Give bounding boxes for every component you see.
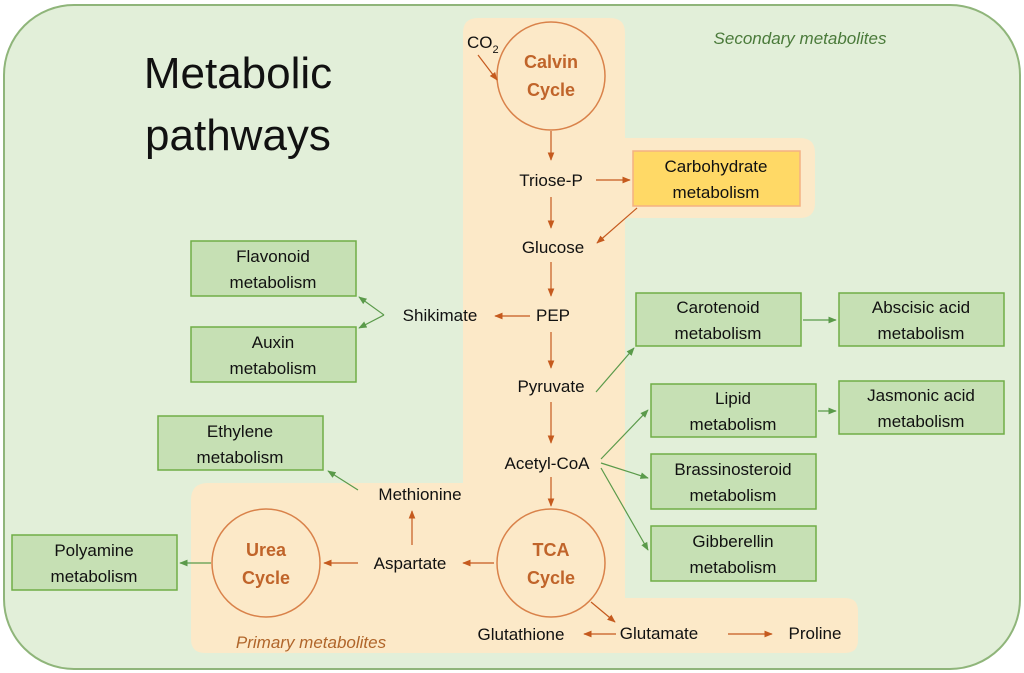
node-pyruvate: Pyruvate	[517, 377, 584, 396]
box-carotenoid-metabolism: Carotenoid metabolism	[635, 292, 802, 347]
tca-cycle-circle	[496, 508, 606, 618]
box-abscisic-acid-metabolism: Abscisic acid metabolism	[838, 292, 1005, 347]
svg-text:Carotenoid: Carotenoid	[676, 298, 759, 317]
arrow-acetylcoa-to-brassinosteroid	[600, 462, 649, 479]
primary-metabolites-label: Primary metabolites	[236, 633, 387, 652]
box-brassinosteroid-metabolism: Brassinosteroid metabolism	[650, 453, 817, 510]
urea-cycle-label-line2: Cycle	[242, 568, 290, 588]
tca-cycle-label-line2: Cycle	[527, 568, 575, 588]
node-methionine: Methionine	[378, 485, 461, 504]
box-jasmonic-acid-metabolism: Jasmonic acid metabolism	[838, 380, 1005, 435]
node-glutamate: Glutamate	[620, 624, 698, 643]
svg-text:metabolism: metabolism	[675, 324, 762, 343]
svg-text:Carbohydrate: Carbohydrate	[664, 157, 767, 176]
box-gibberellin-metabolism: Gibberellin metabolism	[650, 525, 817, 582]
node-aspartate: Aspartate	[374, 554, 447, 573]
arrow-shikimate-to-auxin	[358, 314, 385, 329]
svg-text:metabolism: metabolism	[878, 412, 965, 431]
box-ethylene-metabolism: Ethylene metabolism	[157, 415, 324, 471]
secondary-metabolites-label: Secondary metabolites	[714, 29, 887, 48]
svg-text:Brassinosteroid: Brassinosteroid	[674, 460, 791, 479]
arrow-acetylcoa-to-lipid	[600, 409, 649, 460]
co2-label: CO2	[467, 33, 499, 56]
arrow-shikimate-to-flavonoid	[358, 296, 385, 316]
arrow-tca-to-glutamate	[590, 601, 616, 623]
svg-text:metabolism: metabolism	[878, 324, 965, 343]
svg-text:metabolism: metabolism	[51, 567, 138, 586]
svg-text:metabolism: metabolism	[690, 558, 777, 577]
svg-text:Lipid: Lipid	[715, 389, 751, 408]
svg-text:metabolism: metabolism	[690, 486, 777, 505]
box-polyamine-metabolism: Polyamine metabolism	[11, 534, 178, 591]
svg-text:Abscisic acid: Abscisic acid	[872, 298, 970, 317]
svg-text:Jasmonic acid: Jasmonic acid	[867, 386, 975, 405]
arrow-co2-to-calvin	[477, 54, 498, 81]
svg-text:metabolism: metabolism	[673, 183, 760, 202]
box-flavonoid-metabolism: Flavonoid metabolism	[190, 240, 357, 297]
tca-cycle-label: TCA	[533, 540, 570, 560]
urea-cycle-label: Urea	[246, 540, 287, 560]
node-glutathione: Glutathione	[478, 625, 565, 644]
node-acetyl-coa: Acetyl-CoA	[504, 454, 590, 473]
urea-cycle-circle	[211, 508, 321, 618]
box-lipid-metabolism: Lipid metabolism	[650, 383, 817, 438]
node-proline: Proline	[789, 624, 842, 643]
svg-text:metabolism: metabolism	[230, 359, 317, 378]
svg-text:metabolism: metabolism	[690, 415, 777, 434]
page-title-line2: pathways	[145, 111, 331, 160]
svg-text:Polyamine: Polyamine	[54, 541, 133, 560]
arrow-methionine-to-ethylene	[327, 470, 359, 491]
node-triose-p: Triose-P	[519, 171, 583, 190]
svg-text:Flavonoid: Flavonoid	[236, 247, 310, 266]
svg-text:Ethylene: Ethylene	[207, 422, 273, 441]
svg-text:Gibberellin: Gibberellin	[692, 532, 773, 551]
node-glucose: Glucose	[522, 238, 584, 257]
box-auxin-metabolism: Auxin metabolism	[190, 326, 357, 383]
arrow-pyruvate-to-carotenoid	[595, 347, 635, 393]
node-shikimate: Shikimate	[403, 306, 478, 325]
svg-text:metabolism: metabolism	[230, 273, 317, 292]
calvin-cycle-label: Calvin	[524, 52, 578, 72]
secondary-arrows	[179, 296, 837, 567]
box-carbohydrate-metabolism: Carbohydrate metabolism	[632, 150, 801, 207]
primary-arrows	[323, 54, 773, 638]
node-pep: PEP	[536, 306, 570, 325]
svg-text:metabolism: metabolism	[197, 448, 284, 467]
svg-text:Auxin: Auxin	[252, 333, 295, 352]
calvin-cycle-label-line2: Cycle	[527, 80, 575, 100]
arrow-acetylcoa-to-gibberellin	[600, 467, 649, 551]
page-title: Metabolic	[144, 49, 332, 98]
arrow-carbohydrate-to-glucose	[596, 207, 638, 244]
